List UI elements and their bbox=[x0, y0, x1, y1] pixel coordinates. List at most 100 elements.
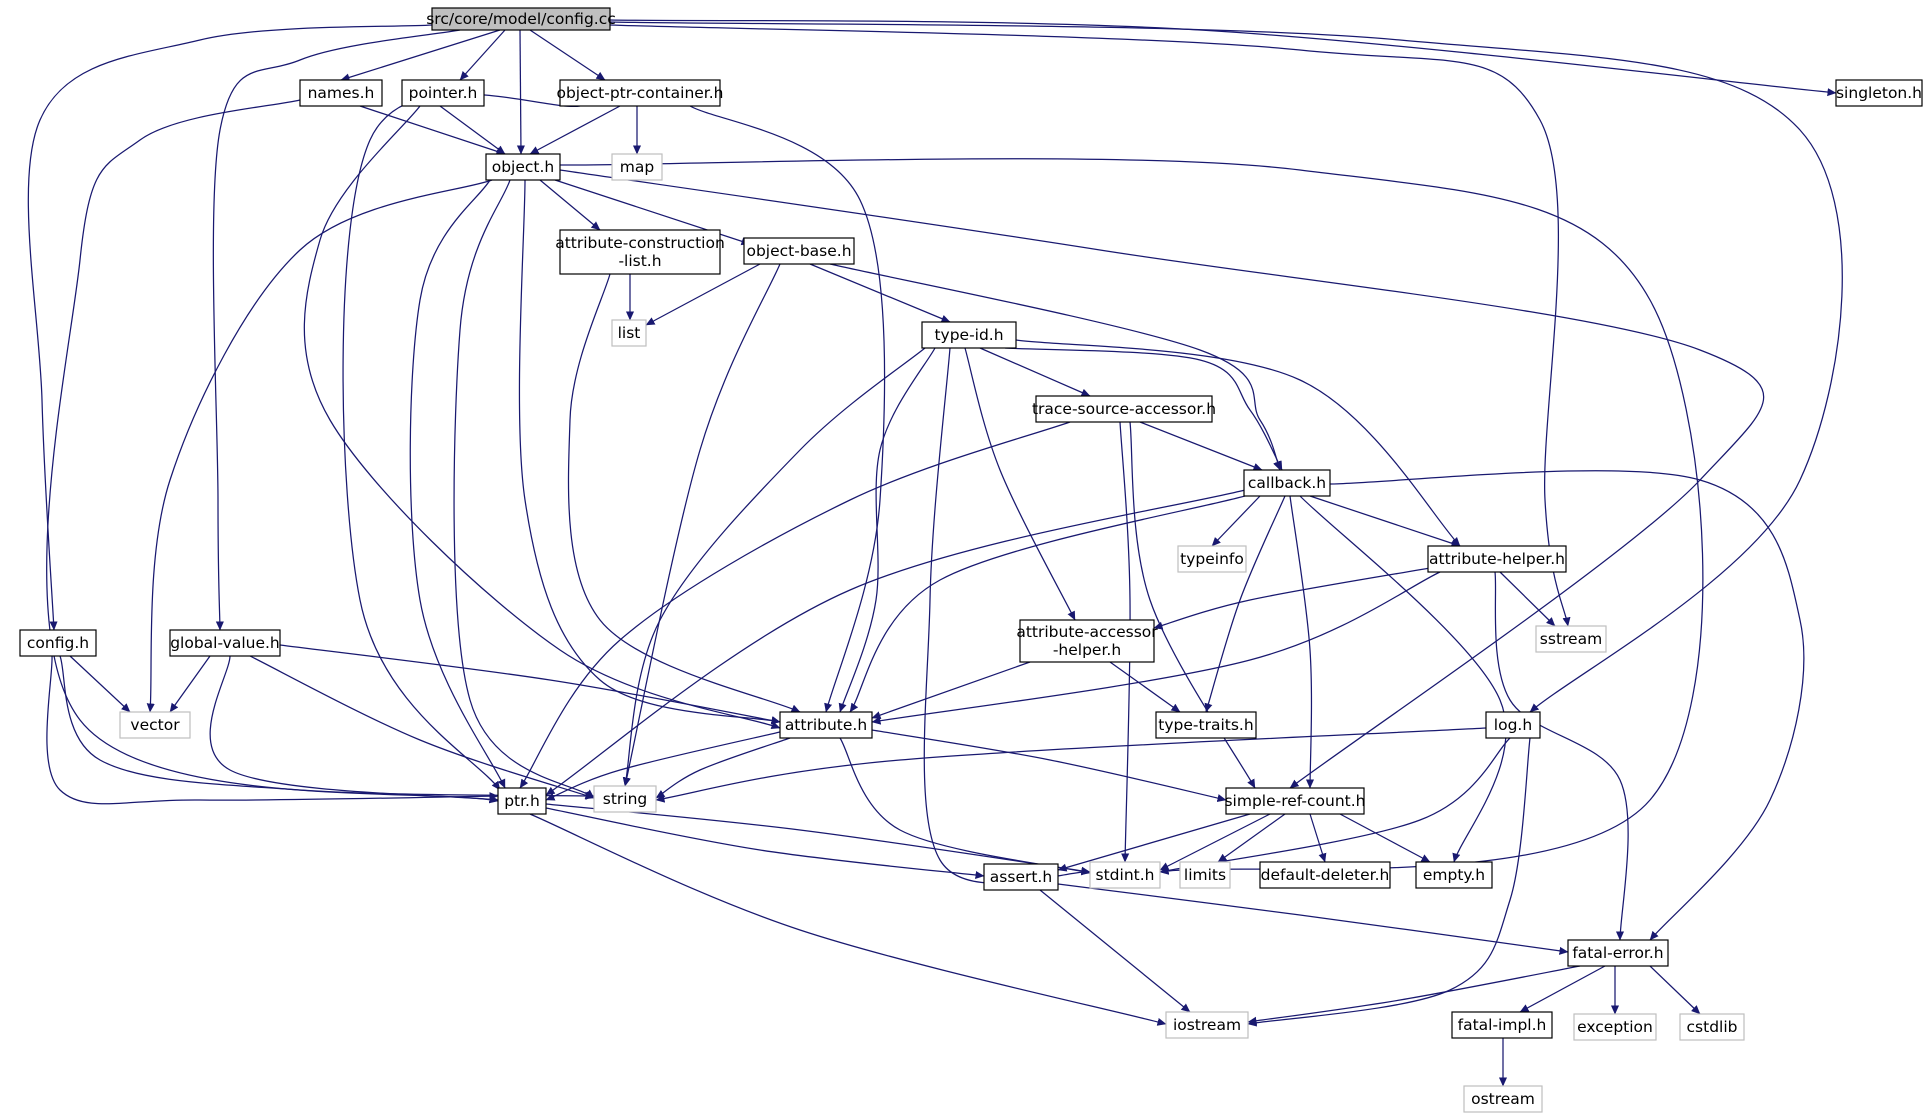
edge-attribute-helper-h-to-attribute-h bbox=[871, 571, 1441, 725]
edge-type-id-h-to-attribute-h bbox=[838, 347, 936, 713]
node-log-h[interactable]: log.h bbox=[1485, 711, 1541, 739]
node-box-typeinfo bbox=[1177, 545, 1247, 573]
edge-attribute-helper-h-to-attribute-accessor-helper-h bbox=[1153, 567, 1431, 630]
node-label-object-base-h: object-base.h bbox=[746, 242, 851, 260]
node-config-h[interactable]: config.h bbox=[19, 629, 97, 657]
edge-assert-h-to-iostream bbox=[1039, 889, 1191, 1013]
edge-object-base-h-to-list bbox=[645, 263, 761, 326]
node-label-ostream: ostream bbox=[1471, 1090, 1535, 1108]
node-box-empty-h bbox=[1415, 861, 1493, 889]
edge-ptr-h-to-iostream bbox=[529, 813, 1167, 1026]
node-box-fatal-error-h bbox=[1567, 939, 1669, 967]
node-names-h[interactable]: names.h bbox=[299, 79, 383, 107]
node-label-attribute-helper-h: attribute-helper.h bbox=[1429, 550, 1565, 568]
edge-callback-h-to-attribute-helper-h bbox=[1309, 495, 1461, 548]
edge-object-base-h-to-string bbox=[622, 263, 781, 787]
node-attribute-helper-h[interactable]: attribute-helper.h bbox=[1427, 545, 1567, 573]
edge-assert-h-to-fatal-error-h bbox=[1057, 883, 1569, 955]
edge-type-id-h-to-attribute-helper-h bbox=[1015, 339, 1461, 547]
node-box-assert-h bbox=[983, 863, 1059, 891]
edge-global-value-h-to-ptr-h bbox=[209, 655, 499, 804]
node-box-object-ptr-container-h bbox=[559, 79, 721, 107]
edge-global-value-h-to-vector bbox=[169, 655, 211, 713]
node-type-traits-h[interactable]: type-traits.h bbox=[1155, 711, 1257, 739]
edge-callback-h-to-simple-ref-count-h bbox=[1289, 495, 1315, 789]
node-label-default-deleter-h: default-deleter.h bbox=[1261, 866, 1390, 884]
node-trace-source-accessor-h[interactable]: trace-source-accessor.h bbox=[1032, 395, 1216, 423]
node-box-limits bbox=[1179, 861, 1231, 889]
node-singleton-h[interactable]: singleton.h bbox=[1835, 79, 1923, 107]
node-box-object-base-h bbox=[743, 237, 855, 265]
node-box-simple-ref-count-h bbox=[1225, 787, 1365, 815]
node-box-ostream bbox=[1463, 1085, 1543, 1113]
edge-config-cc-to-object-h bbox=[516, 29, 525, 155]
node-box-vector bbox=[119, 711, 191, 739]
edge-names-h-to-ptr-h bbox=[46, 99, 499, 804]
node-simple-ref-count-h[interactable]: simple-ref-count.h bbox=[1224, 787, 1366, 815]
node-fatal-impl-h[interactable]: fatal-impl.h bbox=[1451, 1011, 1553, 1039]
node-box-type-id-h bbox=[921, 321, 1017, 349]
node-box-config-cc bbox=[431, 7, 611, 31]
edge-fatal-error-h-to-cstdlib bbox=[1649, 965, 1701, 1015]
edge-simple-ref-count-h-to-stdint-h bbox=[1159, 813, 1271, 871]
node-attribute-accessor-helper-h[interactable]: attribute-accessor-helper.h bbox=[1016, 619, 1158, 663]
node-label-string: string bbox=[603, 790, 648, 808]
node-default-deleter-h[interactable]: default-deleter.h bbox=[1259, 861, 1391, 889]
node-empty-h[interactable]: empty.h bbox=[1415, 861, 1493, 889]
edge-type-id-h-to-string bbox=[622, 347, 926, 787]
node-attribute-h[interactable]: attribute.h bbox=[779, 711, 873, 739]
node-type-id-h[interactable]: type-id.h bbox=[921, 321, 1017, 349]
node-label-limits: limits bbox=[1184, 866, 1226, 884]
node-assert-h[interactable]: assert.h bbox=[983, 863, 1059, 891]
node-fatal-error-h[interactable]: fatal-error.h bbox=[1567, 939, 1669, 967]
edge-object-h-to-attribute-h bbox=[518, 179, 781, 725]
node-label-vector: vector bbox=[130, 716, 180, 734]
node-object-h[interactable]: object.h bbox=[485, 153, 561, 181]
node-list: list bbox=[611, 319, 647, 347]
node-box-list bbox=[611, 319, 647, 347]
node-label-attribute-construction-list-h-line-1: attribute-construction bbox=[555, 234, 725, 252]
edge-global-value-h-to-attribute-h bbox=[279, 644, 781, 725]
edge-attribute-h-to-simple-ref-count-h bbox=[871, 729, 1227, 803]
edge-log-h-to-string bbox=[655, 727, 1487, 803]
edge-object-h-to-simple-ref-count-h bbox=[559, 169, 1765, 789]
node-label-object-h: object.h bbox=[492, 158, 555, 176]
edge-type-id-h-to-callback-h bbox=[1004, 347, 1283, 471]
node-sstream: sstream bbox=[1535, 625, 1607, 653]
edge-config-cc-to-pointer-h bbox=[459, 29, 506, 81]
edge-attribute-helper-h-to-fatal-error-h bbox=[1494, 571, 1629, 941]
node-box-cstdlib bbox=[1679, 1013, 1745, 1041]
node-box-callback-h bbox=[1243, 469, 1331, 497]
node-object-base-h[interactable]: object-base.h bbox=[743, 237, 855, 265]
node-label-pointer-h: pointer.h bbox=[409, 84, 478, 102]
node-box-trace-source-accessor-h bbox=[1035, 395, 1213, 423]
node-label-fatal-impl-h: fatal-impl.h bbox=[1458, 1016, 1547, 1034]
node-label-cstdlib: cstdlib bbox=[1687, 1018, 1738, 1036]
edge-config-h-to-string bbox=[59, 655, 595, 800]
edge-object-h-to-vector bbox=[146, 179, 493, 713]
node-box-exception bbox=[1573, 1013, 1657, 1041]
node-label-object-ptr-container-h: object-ptr-container.h bbox=[556, 84, 723, 102]
node-attribute-construction-list-h[interactable]: attribute-construction-list.h bbox=[555, 229, 725, 275]
edge-type-id-h-to-trace-source-accessor-h bbox=[979, 347, 1091, 397]
node-ostream: ostream bbox=[1463, 1085, 1543, 1113]
node-map: map bbox=[611, 153, 663, 181]
node-callback-h[interactable]: callback.h bbox=[1243, 469, 1331, 497]
node-object-ptr-container-h[interactable]: object-ptr-container.h bbox=[556, 79, 724, 107]
edge-config-cc-to-log-h bbox=[609, 21, 1843, 713]
node-box-string bbox=[593, 785, 657, 813]
node-label-singleton-h: singleton.h bbox=[1836, 84, 1922, 102]
edge-object-h-to-stdint-h bbox=[559, 158, 1704, 875]
node-box-attribute-construction-list-h bbox=[559, 229, 721, 275]
node-label-iostream: iostream bbox=[1173, 1016, 1241, 1034]
node-box-pointer-h bbox=[401, 79, 485, 107]
node-box-iostream bbox=[1165, 1011, 1249, 1039]
node-global-value-h[interactable]: global-value.h bbox=[169, 629, 281, 657]
edge-config-h-to-vector bbox=[69, 655, 131, 713]
node-config-cc[interactable]: src/core/model/config.cc bbox=[426, 7, 616, 31]
node-box-singleton-h bbox=[1835, 79, 1923, 107]
edge-simple-ref-count-h-to-limits bbox=[1217, 813, 1286, 863]
node-pointer-h[interactable]: pointer.h bbox=[401, 79, 485, 107]
node-label-fatal-error-h: fatal-error.h bbox=[1572, 944, 1663, 962]
node-ptr-h[interactable]: ptr.h bbox=[497, 787, 547, 815]
